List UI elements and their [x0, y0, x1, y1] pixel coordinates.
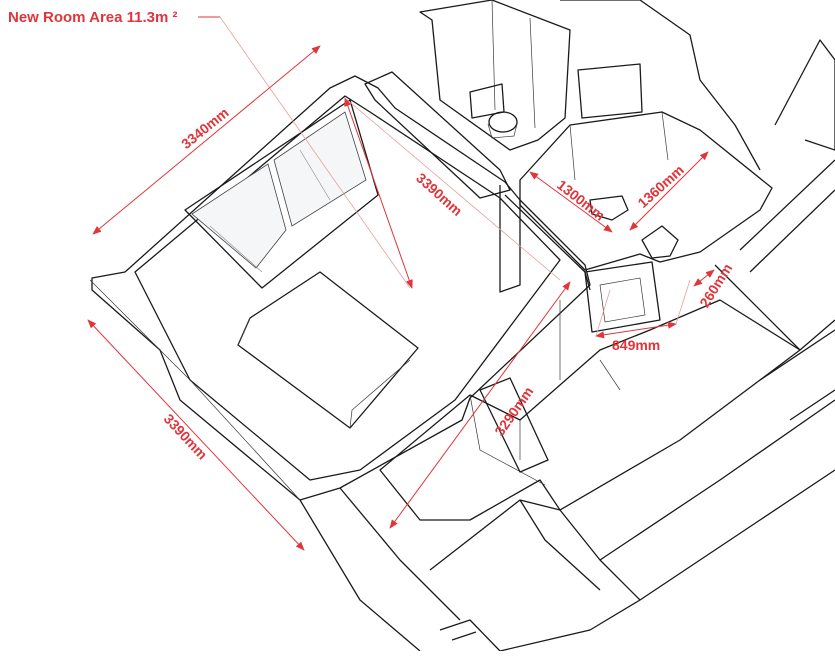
room-area-title: New Room Area 11.3m ² — [8, 9, 178, 26]
dimension-label-bath-width: 1360mm — [634, 162, 686, 211]
dimension-line-260 — [693, 269, 715, 287]
dimension-line-3340 — [92, 45, 321, 235]
architectural-linework — [89, 0, 835, 652]
dimension-line-3390-diagonal — [344, 97, 413, 289]
corridor — [379, 299, 801, 521]
wc-room — [419, 0, 571, 151]
dimension-line-849 — [595, 321, 677, 339]
toilet-bowl — [488, 111, 518, 133]
annotations: New Room Area 11.3m ² 3340mm 3390mm 3390… — [8, 9, 735, 551]
dimension-label-recess-depth: 260mm — [696, 261, 735, 310]
bathroom-door — [584, 261, 661, 333]
corridor-door — [479, 377, 549, 473]
window-pane-right — [273, 111, 367, 227]
dimension-line-1300 — [529, 171, 613, 233]
dimension-line-3290 — [389, 281, 571, 529]
dimension-line-3390-left — [87, 319, 305, 551]
dimension-label-room-width: 3340mm — [178, 104, 232, 152]
dimension-label-bath-depth: 1300mm — [554, 177, 608, 224]
dimension-line-1360 — [629, 151, 709, 231]
stair-rail — [439, 619, 501, 652]
dimension-label-door-width: 849mm — [612, 337, 660, 353]
bed — [237, 271, 419, 429]
bathroom-room — [519, 111, 773, 271]
shower-tray — [641, 225, 679, 259]
window-pane-left — [191, 163, 287, 269]
dimension-label-room-length: 3390mm — [161, 411, 211, 463]
